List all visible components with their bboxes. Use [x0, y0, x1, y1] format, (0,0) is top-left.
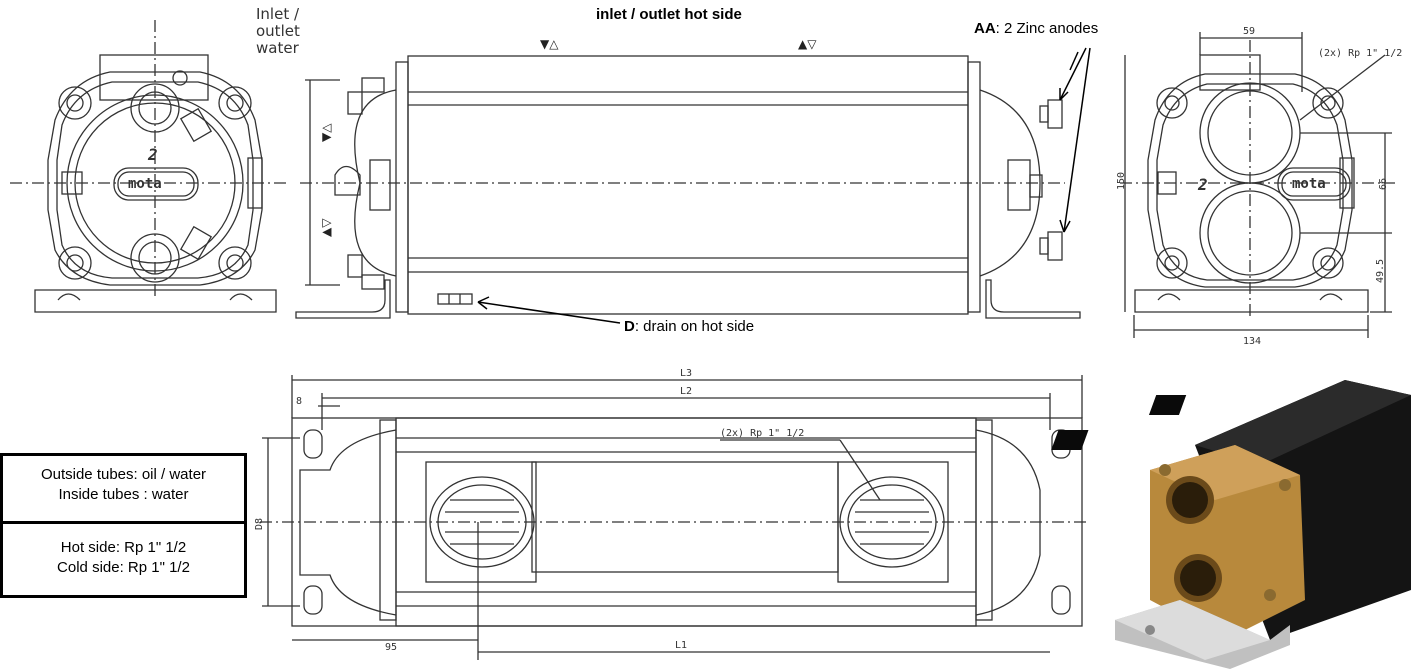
drain-label: D: drain on hot side: [624, 318, 754, 335]
hot-side-connection: Hot side: Rp 1" 1/2: [60, 539, 187, 556]
badge-left: 2: [147, 145, 158, 164]
dimension-labels: 59 134 150 66 49.5 L3 L2 L1 D8 8 95 (2x)…: [128, 26, 1402, 653]
dim-8: 8: [296, 396, 302, 407]
anodes-text: : 2 Zinc anodes: [995, 20, 1099, 37]
right-end-view: [1120, 32, 1395, 338]
svg-text:▼△: ▼△: [540, 37, 559, 51]
svg-text:▼△: ▼△: [319, 123, 333, 142]
dim-d8: D8: [254, 518, 265, 530]
tubes-outside: Outside tubes: oil / water: [40, 466, 207, 483]
plan-view: [260, 375, 1090, 660]
dim-59: 59: [1243, 26, 1255, 37]
dim-134: 134: [1243, 336, 1261, 347]
zinc-anodes-label: AA: 2 Zinc anodes: [974, 20, 1098, 37]
hot-side-title: inlet / outlet hot side: [596, 6, 742, 23]
tubes-info-box: Outside tubes: oil / water Inside tubes …: [0, 453, 247, 524]
drain-prefix: D: [624, 318, 635, 335]
flow-symbols: ▼△ ▲▽ ▼△ ▲▽: [319, 37, 817, 237]
dim-l3: L3: [680, 368, 692, 379]
drain-text: : drain on hot side: [634, 318, 755, 335]
anodes-prefix: AA: [974, 20, 996, 37]
svg-text:▲▽: ▲▽: [319, 218, 333, 237]
side-view: [295, 55, 1081, 319]
tubes-inside: Inside tubes : water: [58, 486, 189, 503]
dim-95: 95: [385, 642, 397, 653]
dim-49-5: 49.5: [1375, 259, 1386, 283]
dim-l2: L2: [680, 386, 692, 397]
logo-left: mota: [128, 176, 162, 192]
dim-66: 66: [1378, 178, 1389, 190]
cold-side-connection: Cold side: Rp 1" 1/2: [57, 559, 190, 576]
inlet-outlet-water-label: Inlet / outlet water: [256, 6, 300, 57]
connections-info-box: Hot side: Rp 1" 1/2 Cold side: Rp 1" 1/2: [0, 521, 247, 598]
svg-text:▲▽: ▲▽: [798, 37, 817, 51]
logo-right: mota: [1292, 176, 1326, 192]
thread-label-top: (2x) Rp 1" 1/2: [1318, 48, 1402, 59]
leader-lines: [477, 47, 1091, 324]
product-photo: [1051, 380, 1411, 669]
dim-150: 150: [1116, 172, 1127, 190]
inlet-line-1: Inlet /: [256, 5, 300, 23]
badge-right: 2: [1197, 175, 1208, 194]
left-end-view: [10, 20, 290, 313]
inlet-line-3: water: [256, 39, 299, 57]
dim-l1: L1: [675, 640, 687, 651]
inlet-line-2: outlet: [256, 22, 300, 40]
thread-label-plan: (2x) Rp 1" 1/2: [720, 428, 804, 439]
